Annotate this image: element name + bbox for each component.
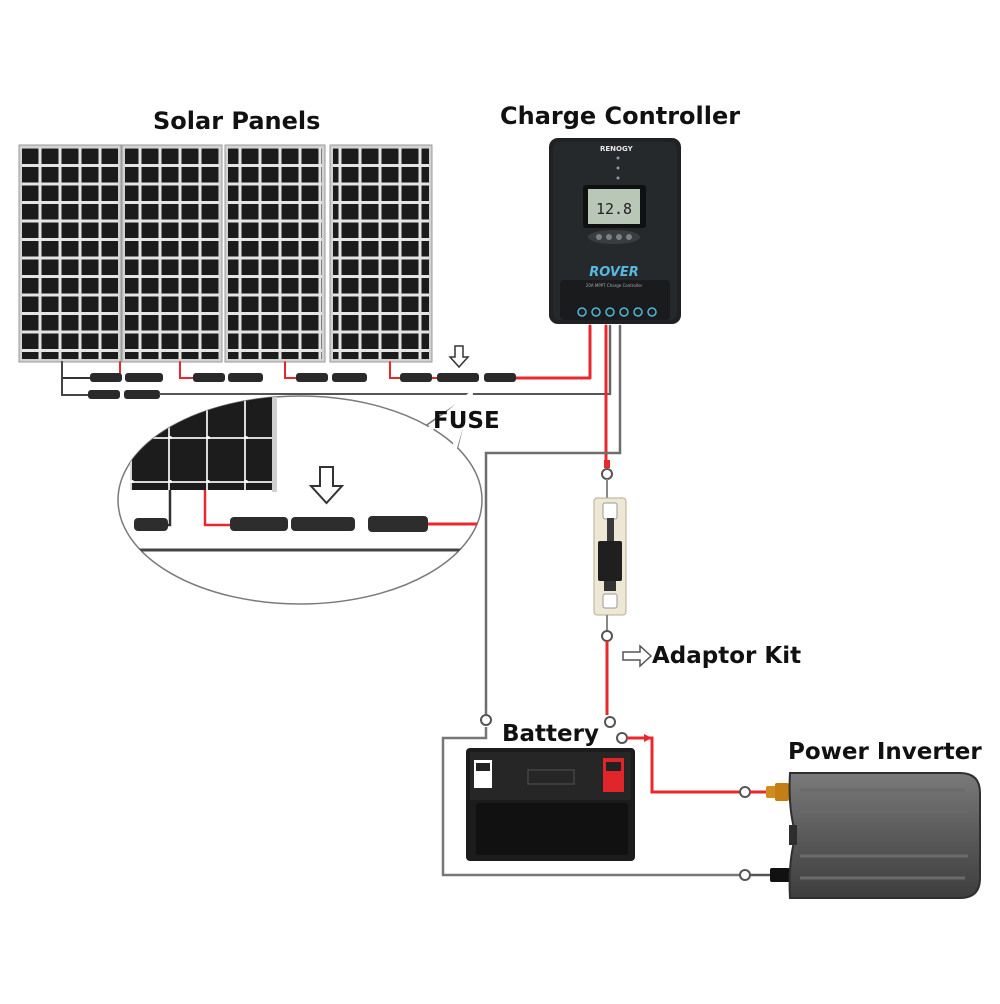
lcd-screen	[588, 189, 640, 224]
controller-model: ROVER	[589, 265, 639, 280]
charge-controller-label: Charge Controller	[500, 102, 741, 130]
battery	[441, 705, 740, 877]
inline-fuse	[432, 345, 590, 382]
controller-terminals	[577, 307, 657, 317]
solar-panels-label: Solar Panels	[153, 107, 321, 135]
solar-panel-4	[329, 144, 433, 363]
controller-brand: RENOGY	[600, 145, 634, 153]
solar-panel-3	[224, 144, 326, 363]
solar-panel-array	[18, 144, 433, 363]
solar-panel-1	[18, 144, 122, 363]
controller-subtitle: 20A MPPT Charge Controller	[586, 283, 643, 288]
fuse-label: FUSE	[433, 408, 500, 434]
controller-wiring	[484, 324, 622, 707]
fuse-arrow-icon	[448, 345, 470, 369]
power-inverter-label: Power Inverter	[788, 739, 982, 765]
fuse-holder	[593, 460, 653, 715]
magnified-arrow-icon	[308, 466, 345, 505]
controller-buttons[interactable]	[588, 230, 640, 244]
lcd-value: 12.8	[596, 200, 632, 218]
adaptor-kit-label: Adaptor Kit	[652, 643, 802, 669]
power-inverter	[739, 772, 981, 899]
panel-connectors	[61, 361, 611, 399]
battery-label: Battery	[502, 721, 599, 747]
adaptor-kit-arrow-icon	[622, 644, 653, 668]
solar-panel-2	[121, 144, 223, 363]
magnified-fuse-callout	[117, 387, 483, 605]
charge-controller: RENOGY 12.8 ROVER 20A MPPT Charge Contro…	[549, 138, 681, 324]
